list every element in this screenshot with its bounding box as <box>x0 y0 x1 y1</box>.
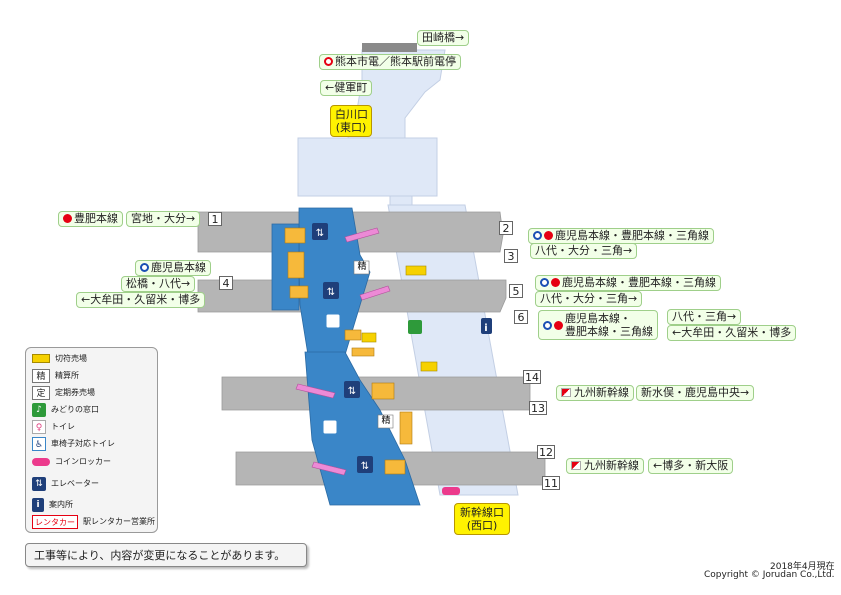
legend: 切符売場 精精算所 定定期券売場 ♪みどりの窓口 ♀トイレ ♿車椅子対応トイレ … <box>25 347 158 533</box>
p5-dest-label[interactable]: 八代・大分・三角→ <box>535 291 643 307</box>
legend-commuter: 定定期券売場 <box>32 385 95 401</box>
jr-blue-icon <box>140 263 149 272</box>
accessible-toilet-icon: ♿ <box>32 436 46 451</box>
midori-window-icon <box>408 320 422 334</box>
footer-date: 2018年4月現在 <box>770 562 835 572</box>
platform-2: 2 <box>499 221 513 235</box>
legend-midori: ♪みどりの窓口 <box>32 402 99 418</box>
elevator-icons <box>312 223 492 473</box>
jr-red-icon <box>544 231 553 240</box>
midori-window-icon: ♪ <box>32 402 46 417</box>
west-exit-sub: (西口) <box>466 519 498 532</box>
legend-toilet: ♀トイレ <box>32 419 75 435</box>
platform-1: 1 <box>208 212 222 226</box>
ticket-gate-icon <box>32 354 50 363</box>
p5-lines-label[interactable]: 鹿児島本線・豊肥本線・三角線 <box>535 275 721 291</box>
west-exit-name: 新幹線口 <box>460 506 504 519</box>
omuta-hakata-label[interactable]: ←大牟田・久留米・博多 <box>76 292 206 308</box>
coin-locker-icon <box>442 487 460 495</box>
tasakibashi-label[interactable]: 田崎橋→ <box>417 30 470 46</box>
fare-adjust-mark: 精 <box>357 262 367 272</box>
svg-text:⇅: ⇅ <box>348 386 356 397</box>
jr-blue-icon <box>540 278 549 287</box>
svg-text:⇅: ⇅ <box>327 287 335 298</box>
p6-dest-1-label[interactable]: 八代・三角→ <box>667 309 742 325</box>
platform-6: 6 <box>514 310 528 324</box>
fare-adjust-icon: 精 <box>32 368 50 383</box>
jr-red-icon <box>63 214 72 223</box>
accessible-toilet-icons <box>322 313 341 435</box>
tram-icon <box>324 57 333 66</box>
legend-locker: コインロッカー <box>32 454 111 470</box>
shinminamata-label[interactable]: 新水俣・鹿児島中央→ <box>636 385 755 401</box>
east-exit-label[interactable]: 白川口 (東口) <box>330 105 372 137</box>
p6-lines-label[interactable]: 鹿児島本線・豊肥本線・三角線 <box>538 310 658 340</box>
info-icon: i <box>32 497 44 512</box>
escalators <box>295 227 391 476</box>
east-exit-sub: (東口) <box>335 121 367 134</box>
legend-elevator: ⇅エレベーター <box>32 476 99 492</box>
miyaji-oita-label[interactable]: 宮地・大分→ <box>126 211 201 227</box>
svg-text:i: i <box>484 323 487 334</box>
hohi-line-label[interactable]: 豊肥本線 <box>58 211 123 227</box>
footer-copyright: Copyright © Jorudan Co.,Ltd. <box>704 570 835 580</box>
elevator-icon: ⇅ <box>32 476 46 491</box>
kagoshima-line-label[interactable]: 鹿児島本線 <box>135 260 211 276</box>
east-exit-name: 白川口 <box>335 108 368 121</box>
p3-dest-label[interactable]: 八代・大分・三角→ <box>530 243 638 259</box>
tram-stop-bar <box>362 43 417 52</box>
kyushu-shinkansen-1-label[interactable]: 九州新幹線 <box>556 385 634 401</box>
p2-lines-label[interactable]: 鹿児島本線・豊肥本線・三角線 <box>528 228 714 244</box>
jr-blue-icon <box>533 231 542 240</box>
fare-adjust-mark-2: 精 <box>381 416 391 426</box>
matsubase-yatsushiro-label[interactable]: 松橋・八代→ <box>121 276 196 292</box>
platform-14: 14 <box>523 370 541 384</box>
shinkansen-icon <box>571 461 581 470</box>
notice-box: 工事等により、内容が変更になることがあります。 <box>25 543 307 567</box>
platform-12: 12 <box>537 445 555 459</box>
ticket-gate-icons <box>361 265 438 372</box>
legend-fare-adjust: 精精算所 <box>32 368 79 384</box>
commuter-pass-icon: 定 <box>32 385 50 400</box>
svg-text:⇅: ⇅ <box>361 461 369 472</box>
kengunmachi-label[interactable]: ←健軍町 <box>320 80 373 96</box>
legend-rentacar: レンタカー駅レンタカー営業所 <box>32 514 155 530</box>
platform-5: 5 <box>509 284 523 298</box>
p6-dest-2-label[interactable]: ←大牟田・久留米・博多 <box>667 325 797 341</box>
west-exit-label[interactable]: 新幹線口 (西口) <box>454 503 510 535</box>
tram-stop-label[interactable]: 熊本市電／熊本駅前電停 <box>319 54 461 70</box>
svg-text:⇅: ⇅ <box>316 228 324 239</box>
legend-ticket-gate: 切符売場 <box>32 351 87 367</box>
kyushu-shinkansen-2-label[interactable]: 九州新幹線 <box>566 458 644 474</box>
jr-red-icon <box>551 278 560 287</box>
platform-3: 3 <box>504 249 518 263</box>
platform-4: 4 <box>219 276 233 290</box>
rentacar-icon: レンタカー <box>32 514 78 529</box>
stairs <box>284 227 413 475</box>
jr-blue-icon <box>543 320 552 330</box>
coin-locker-icon <box>32 457 50 466</box>
toilet-icon: ♀ <box>32 419 46 434</box>
hakata-shinosaka-label[interactable]: ←博多・新大阪 <box>648 458 734 474</box>
shinkansen-icon <box>561 388 571 397</box>
jr-red-icon <box>554 320 563 330</box>
legend-accessible-toilet: ♿車椅子対応トイレ <box>32 436 115 452</box>
platform-13: 13 <box>529 401 547 415</box>
platform-11: 11 <box>542 476 560 490</box>
